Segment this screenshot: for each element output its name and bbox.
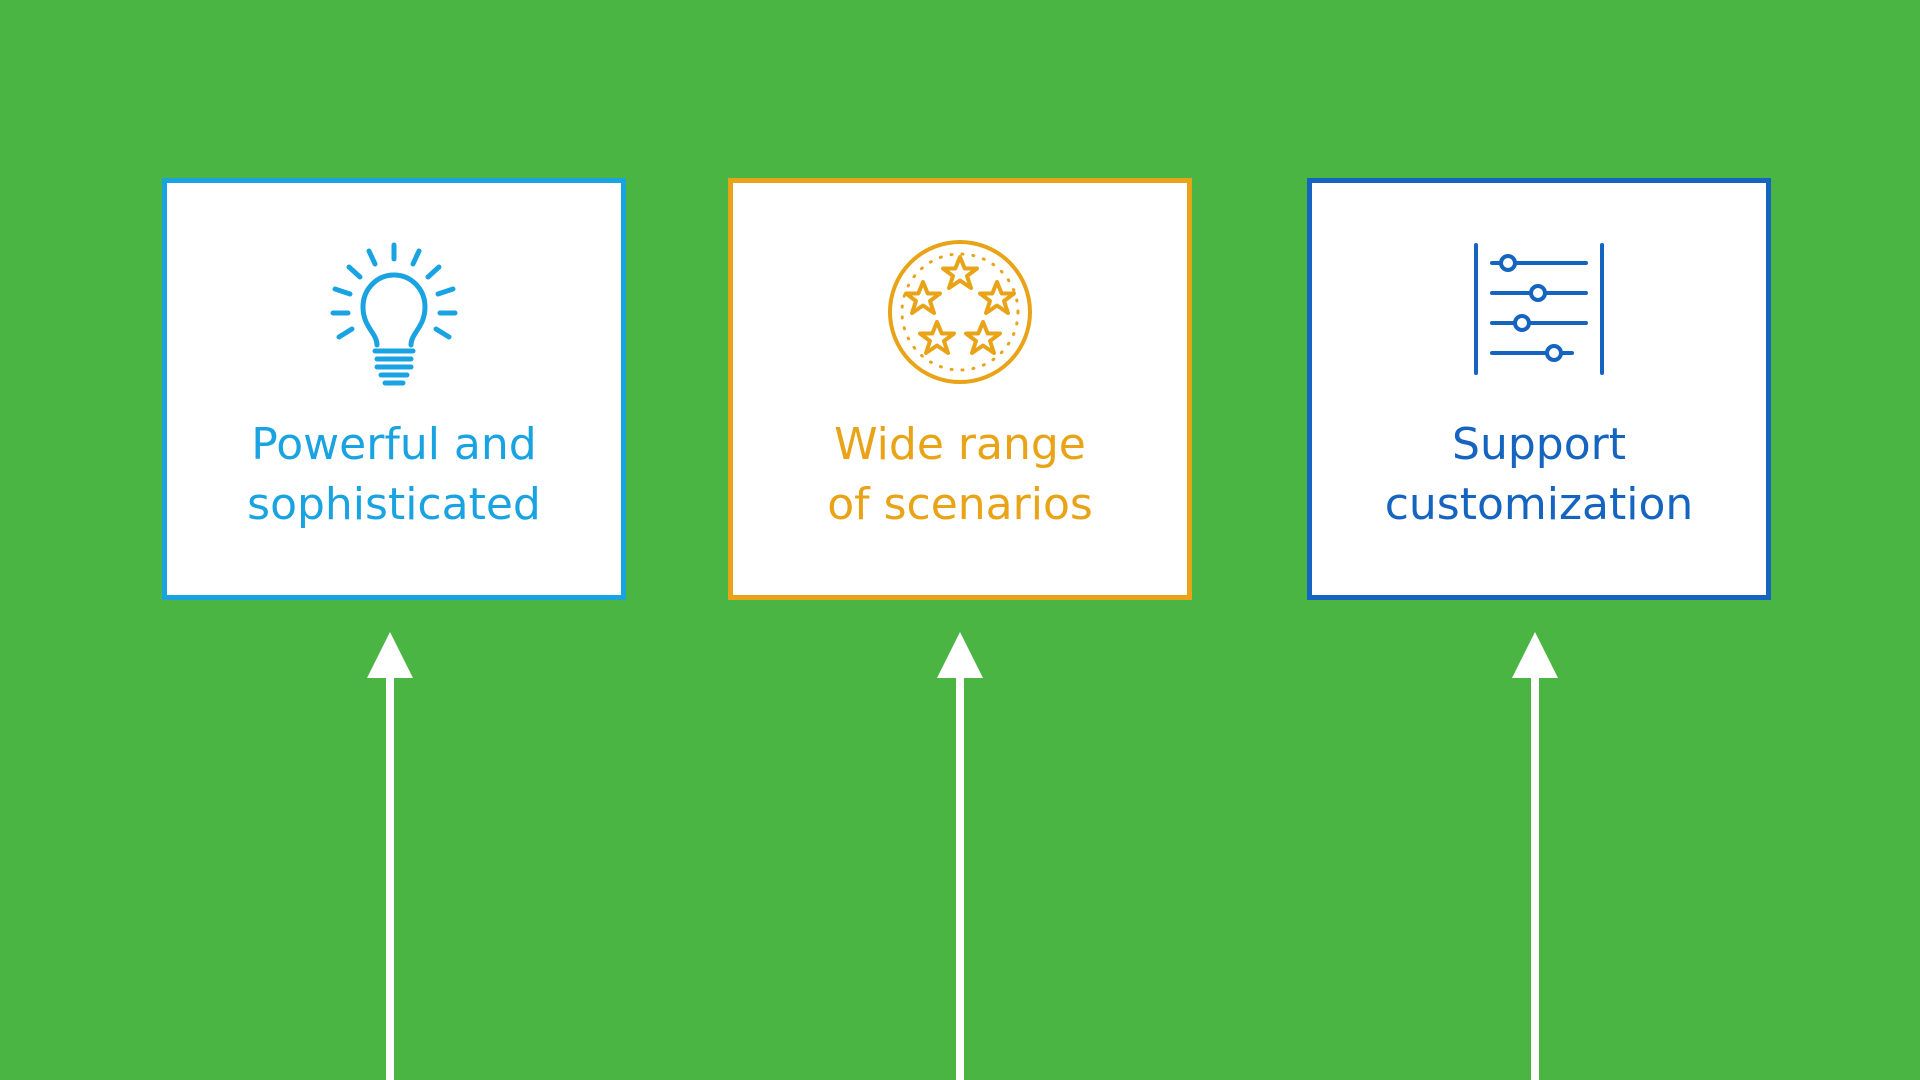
lightbulb-icon xyxy=(319,237,469,387)
feature-label-line-2: sophisticated xyxy=(247,479,541,530)
sliders-icon xyxy=(1464,237,1614,387)
feature-label-line-2: of scenarios xyxy=(827,479,1093,530)
feature-label-line-1: Powerful and xyxy=(251,419,537,470)
feature-label: Support customization xyxy=(1312,415,1766,535)
up-arrow-icon xyxy=(935,632,985,1080)
feature-card-customization: Support customization xyxy=(1307,178,1771,600)
feature-label-line-1: Support xyxy=(1452,419,1626,470)
stars-badge-icon xyxy=(885,237,1035,387)
up-arrow-icon xyxy=(365,632,415,1080)
feature-card-powerful: Powerful and sophisticated xyxy=(162,178,626,600)
feature-label: Powerful and sophisticated xyxy=(167,415,621,535)
feature-label-line-1: Wide range xyxy=(834,419,1086,470)
feature-card-scenarios: Wide range of scenarios xyxy=(728,178,1192,600)
up-arrow-icon xyxy=(1510,632,1560,1080)
feature-label: Wide range of scenarios xyxy=(733,415,1187,535)
feature-label-line-2: customization xyxy=(1384,479,1694,530)
